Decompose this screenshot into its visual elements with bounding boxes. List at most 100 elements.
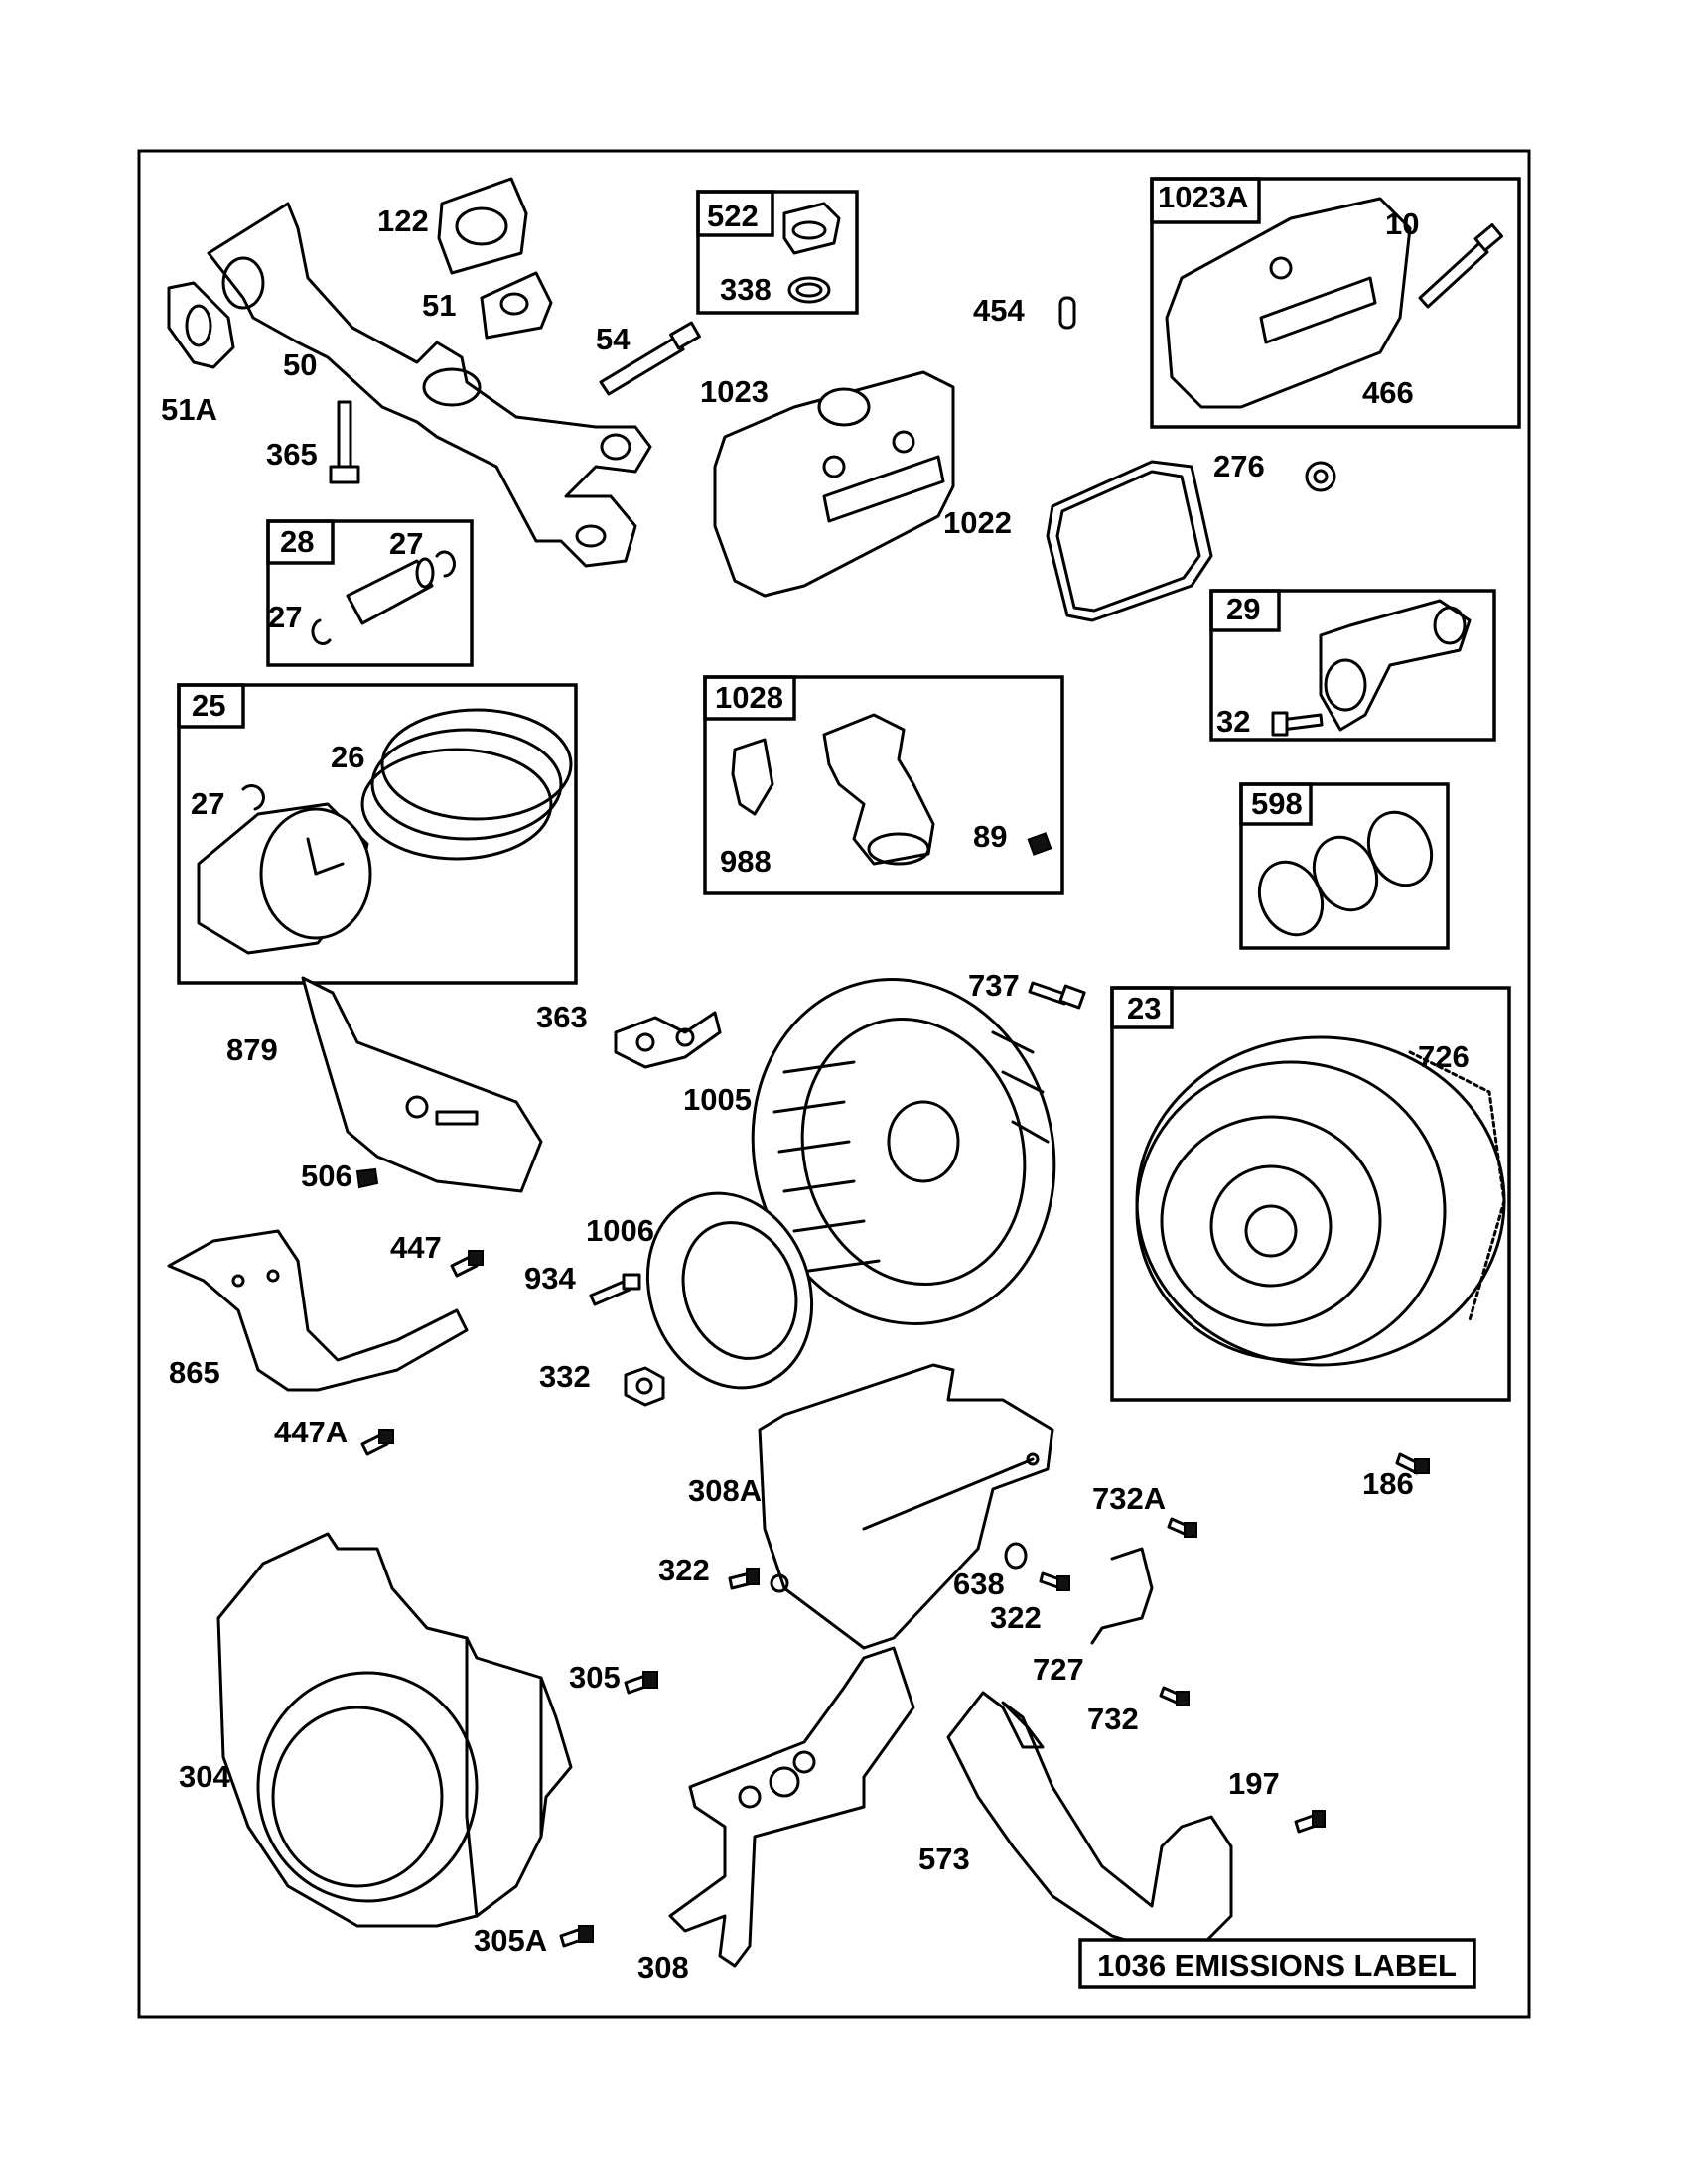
- label-506: 506: [301, 1159, 352, 1193]
- part-1006-backplate-illustration: [645, 1191, 814, 1390]
- part-322-screw-illustration-a: [728, 1568, 760, 1590]
- kit-box-29: [1209, 589, 1496, 742]
- part-10-bolt-illustration: [1418, 223, 1504, 309]
- label-1023A: 1023A: [1158, 180, 1248, 214]
- kit-box-1028: [703, 675, 1064, 895]
- label-27-a: 27: [389, 526, 423, 561]
- diagram-frame: [137, 149, 1531, 2019]
- label-1006: 1006: [586, 1213, 654, 1248]
- part-26-rings-illustration: [360, 708, 573, 861]
- label-51: 51: [422, 288, 456, 323]
- label-1022: 1022: [943, 505, 1012, 540]
- part-32-screw-illustration: [1271, 711, 1324, 737]
- part-27-clip-illustration-b: [311, 618, 332, 645]
- label-322-a: 322: [658, 1553, 710, 1587]
- part-988-plate-illustration: [731, 738, 774, 816]
- part-197-bolt-illustration: [1294, 1810, 1326, 1834]
- part-732A-bolt-illustration: [1167, 1517, 1197, 1538]
- label-338: 338: [720, 272, 772, 307]
- emissions-label-box: [1078, 1938, 1476, 1989]
- label-732A: 732A: [1092, 1481, 1166, 1516]
- label-122: 122: [377, 204, 429, 238]
- label-51A: 51A: [161, 392, 217, 427]
- label-29: 29: [1226, 592, 1260, 626]
- label-28: 28: [280, 524, 314, 559]
- part-304-blower-housing-illustration: [216, 1532, 573, 1928]
- label-1005: 1005: [683, 1082, 752, 1117]
- label-27-b: 27: [268, 600, 302, 634]
- part-727-bracket-illustration: [1090, 1547, 1154, 1645]
- part-186-bolt-illustration: [1395, 1452, 1430, 1475]
- label-276: 276: [1213, 449, 1265, 483]
- label-447A: 447A: [274, 1415, 348, 1449]
- part-25-piston-illustration: [197, 802, 372, 955]
- part-276-washer-illustration: [1305, 461, 1336, 492]
- part-454-pin-illustration: [1058, 296, 1076, 330]
- part-308A-air-guide-illustration: [758, 1363, 1054, 1650]
- label-23: 23: [1127, 991, 1161, 1025]
- label-454: 454: [973, 293, 1025, 328]
- part-332-nut-illustration: [624, 1366, 665, 1407]
- kit-box-1023A: [1150, 177, 1521, 429]
- part-638-washer-illustration: [1004, 1542, 1028, 1570]
- part-737-bolt-illustration: [1028, 981, 1086, 1010]
- label-363: 363: [536, 1000, 588, 1034]
- part-50-intake-elbow-illustration: [207, 202, 652, 568]
- label-522: 522: [707, 199, 759, 233]
- emissions-label-text: 1036 EMISSIONS LABEL: [1097, 1948, 1457, 1982]
- part-1005-blower-fan-illustration: [751, 978, 1056, 1325]
- label-197: 197: [1228, 1766, 1280, 1801]
- part-598-orings-illustration: [1257, 810, 1434, 937]
- label-308: 308: [637, 1950, 689, 1984]
- label-988: 988: [720, 844, 772, 879]
- part-732-bolt-illustration: [1159, 1686, 1190, 1706]
- part-522-dipstick-cap-illustration: [782, 202, 841, 255]
- part-506-screw-illustration: [355, 1167, 379, 1189]
- label-466: 466: [1362, 375, 1414, 410]
- label-737: 737: [968, 968, 1020, 1003]
- label-365: 365: [266, 437, 318, 472]
- part-934-bolt-illustration: [589, 1273, 641, 1306]
- kit-box-23: [1110, 986, 1511, 1402]
- label-727: 727: [1033, 1652, 1084, 1687]
- label-598: 598: [1251, 786, 1303, 821]
- label-879: 879: [226, 1032, 278, 1067]
- label-322-b: 322: [990, 1600, 1042, 1635]
- label-27-c: 27: [191, 786, 224, 821]
- label-332: 332: [539, 1359, 591, 1394]
- label-1028: 1028: [715, 680, 783, 715]
- kit-box-25: [177, 683, 578, 985]
- label-89: 89: [973, 819, 1007, 854]
- label-1023: 1023: [700, 374, 769, 409]
- kit-box-522: [696, 190, 859, 315]
- part-1022-gasket-illustration: [1046, 460, 1213, 622]
- part-28-piston-pin-illustration: [346, 557, 435, 625]
- part-305A-bolt-illustration: [559, 1925, 594, 1948]
- label-573: 573: [918, 1842, 970, 1876]
- part-338-oring-illustration: [787, 276, 831, 304]
- part-322-screw-illustration-b: [1039, 1571, 1070, 1591]
- part-308-plate-illustration: [668, 1646, 915, 1968]
- part-89-plug-illustration: [1027, 832, 1052, 856]
- part-54-bolt-illustration: [599, 321, 701, 396]
- part-365-stud-illustration: [329, 400, 360, 484]
- label-186: 186: [1362, 1466, 1414, 1501]
- label-54: 54: [596, 322, 631, 356]
- label-32: 32: [1216, 704, 1250, 739]
- part-447A-bolt-illustration: [360, 1429, 394, 1456]
- kit-box-598: [1239, 782, 1450, 950]
- part-51A-gasket-illustration: [167, 281, 235, 369]
- part-865-shroud-illustration: [167, 1229, 469, 1392]
- part-447-bolt-illustration: [450, 1250, 484, 1278]
- part-573-air-guide-illustration: [946, 1691, 1233, 1953]
- part-305-bolt-illustration: [624, 1671, 658, 1695]
- kit-box-28: [266, 519, 474, 667]
- label-638: 638: [953, 1567, 1005, 1601]
- part-1028-oil-breather-illustration: [822, 713, 935, 866]
- label-25: 25: [192, 688, 225, 723]
- part-1023-valve-cover-illustration: [713, 370, 955, 598]
- part-labels: 122 51 51A 50 365 522 338 54 1023 454 10…: [161, 180, 1470, 1984]
- label-10: 10: [1385, 206, 1419, 241]
- part-122-spacer-illustration: [437, 177, 528, 275]
